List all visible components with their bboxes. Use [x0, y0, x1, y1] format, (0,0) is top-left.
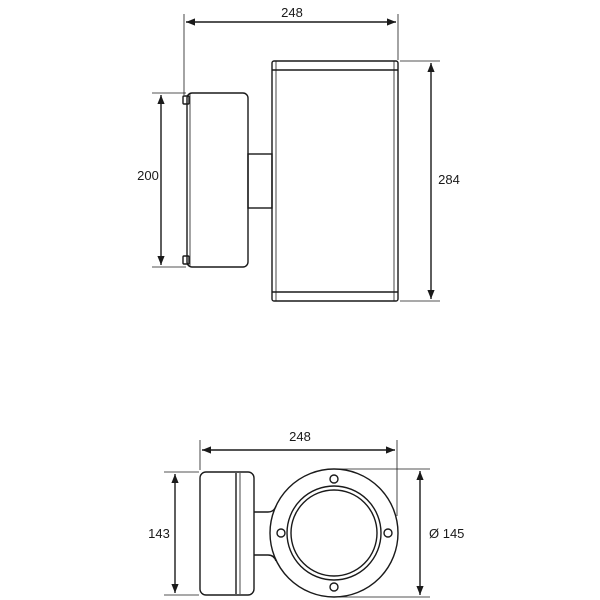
screw-left	[276, 528, 286, 538]
top-view: 248 143 Ø 145	[148, 429, 464, 598]
side-arm	[247, 153, 273, 209]
top-width-dimension: 248	[199, 429, 398, 516]
side-bracket-height-label: 200	[137, 168, 159, 183]
side-width-label: 248	[281, 5, 303, 20]
side-wall-bracket	[182, 92, 249, 268]
top-diameter-label: Ø 145	[429, 526, 464, 541]
side-bracket-height-dimension: 200	[137, 92, 186, 268]
top-diameter-dimension: Ø 145	[334, 468, 464, 598]
top-width-label: 248	[289, 429, 311, 444]
screw-right	[383, 528, 393, 538]
side-body-height-dimension: 284	[400, 60, 460, 302]
top-wall-bracket	[199, 471, 255, 596]
side-cylinder-body	[271, 60, 399, 302]
top-bracket-height-label: 143	[148, 526, 170, 541]
top-round-housing	[269, 468, 399, 598]
side-body-height-label: 284	[438, 172, 460, 187]
screw-top	[329, 474, 339, 484]
top-bracket-height-dimension: 143	[148, 471, 199, 596]
side-width-dimension: 248	[183, 5, 399, 95]
screw-bottom	[329, 582, 339, 592]
side-view: 248 200 284	[137, 5, 460, 302]
